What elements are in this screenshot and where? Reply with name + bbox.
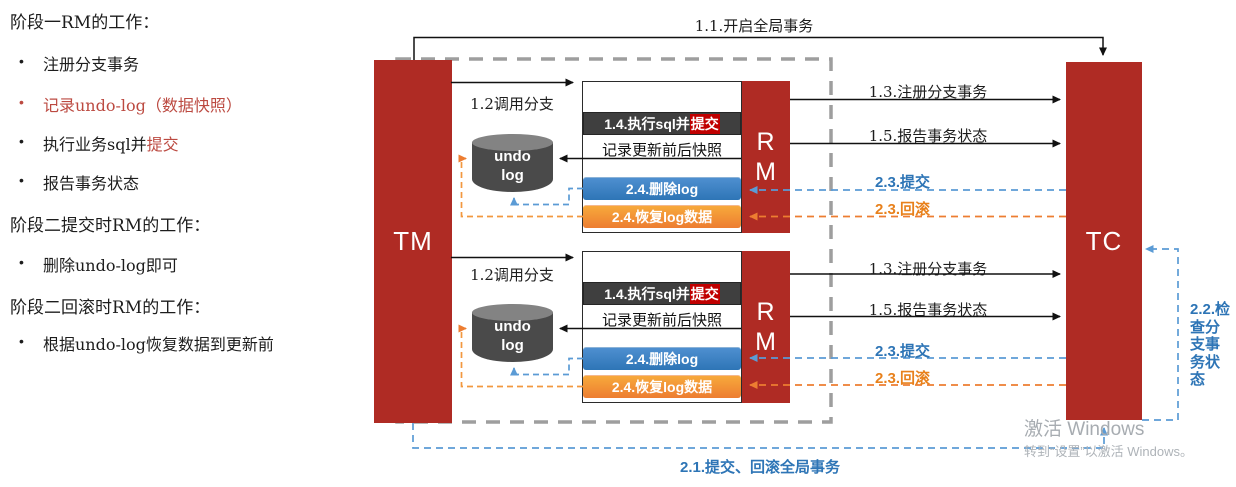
undo-word: undo bbox=[494, 318, 531, 335]
bullet-icon: • bbox=[19, 53, 24, 69]
undo-word: undo bbox=[494, 148, 531, 165]
bullet-icon: • bbox=[19, 133, 24, 149]
arrow-2-1-global-tx bbox=[412, 423, 1108, 449]
tc-node: TC bbox=[1066, 62, 1142, 420]
note-text: 注册分支事务 bbox=[43, 55, 140, 74]
notes-heading-phase2-commit: 阶段二提交时RM的工作： bbox=[10, 216, 211, 236]
step-1-4-text: 1.4.执行sql并 bbox=[604, 285, 690, 302]
windows-activation-watermark-sub: 转到“设置”以激活 Windows。 bbox=[1024, 444, 1194, 459]
step-2-4-delete-text: 2.4.删除log bbox=[625, 181, 699, 197]
label-1-3-group1: 1.3.注册分支事务 bbox=[868, 83, 988, 101]
rm-label-r: R bbox=[756, 128, 776, 156]
label-2-3-rollback-group2: 2.3.回滚 bbox=[875, 370, 931, 387]
snapshot-label-2: 记录更新前后快照 bbox=[601, 311, 722, 329]
label-2-3-rollback-group1: 2.3.回滚 bbox=[875, 201, 931, 218]
step-2-4-restore-bar-2: 2.4.恢复log数据 bbox=[583, 375, 741, 398]
bullet-icon: • bbox=[19, 94, 24, 110]
undo-log-cylinder-2: undo log bbox=[472, 304, 553, 362]
bullet-icon: • bbox=[19, 172, 24, 188]
step-2-4-delete-bar-2: 2.4.删除log bbox=[583, 347, 741, 370]
label-1-1: 1.1.开启全局事务 bbox=[694, 17, 814, 35]
label-1-5-group2: 1.5.报告事务状态 bbox=[868, 301, 988, 319]
note-text: 根据undo-log恢复数据到更新前 bbox=[43, 335, 274, 354]
log-word: log bbox=[501, 337, 524, 354]
note-text: 记录undo-log（数据快照） bbox=[43, 96, 242, 115]
windows-activation-watermark: 激活 Windows bbox=[1024, 419, 1145, 440]
notes-panel: 阶段一RM的工作： • 注册分支事务 • 记录undo-log（数据快照） • … bbox=[0, 0, 360, 487]
rm-node-2: R M bbox=[742, 251, 790, 403]
log-word: log bbox=[501, 167, 524, 184]
label-2-2: 2.2.检查分支事务状态 bbox=[1190, 301, 1231, 388]
tc-label: TC bbox=[1085, 225, 1123, 256]
label-2-1: 2.1.提交、回滚全局事务 bbox=[679, 459, 841, 476]
note-text-red: 提交 bbox=[146, 135, 179, 154]
label-1-5-group1: 1.5.报告事务状态 bbox=[868, 127, 988, 145]
arrow-2-2-check-status bbox=[1142, 245, 1179, 421]
rm-node-1: R M bbox=[742, 81, 790, 233]
undo-log-cylinder-1: undo log bbox=[472, 134, 553, 192]
step-1-4-commit-highlight: 提交 bbox=[689, 283, 720, 304]
step-2-4-restore-bar-1: 2.4.恢复log数据 bbox=[583, 205, 741, 228]
tm-node: TM bbox=[374, 60, 452, 423]
note-text-black: 执行业务sql并 bbox=[43, 135, 147, 154]
note-text: 删除undo-log即可 bbox=[43, 256, 178, 275]
undo-log-label: undo log bbox=[472, 317, 553, 355]
step-1-4-bar-2: 1.4.执行sql并提交 bbox=[583, 282, 741, 305]
rm-label-r: R bbox=[756, 298, 776, 326]
label-2-3-commit-group1: 2.3.提交 bbox=[875, 174, 931, 191]
rm-label-m: M bbox=[755, 328, 777, 356]
label-2-3-commit-group2: 2.3.提交 bbox=[875, 343, 931, 360]
step-1-4-commit-highlight: 提交 bbox=[689, 113, 720, 134]
snapshot-label-1: 记录更新前后快照 bbox=[601, 141, 722, 159]
step-1-4-bar-1: 1.4.执行sql并提交 bbox=[583, 112, 741, 135]
rm-label-m: M bbox=[755, 158, 777, 186]
step-2-4-delete-bar-1: 2.4.删除log bbox=[583, 177, 741, 200]
note-text: 报告事务状态 bbox=[43, 174, 140, 193]
step-1-4-text: 1.4.执行sql并 bbox=[604, 115, 690, 132]
notes-heading-phase1: 阶段一RM的工作： bbox=[10, 13, 160, 33]
tm-label: TM bbox=[393, 226, 433, 256]
note-text: 执行业务sql并提交 bbox=[43, 131, 179, 155]
step-2-4-restore-text: 2.4.恢复log数据 bbox=[611, 209, 713, 225]
bullet-icon: • bbox=[19, 333, 24, 349]
notes-heading-phase2-rollback: 阶段二回滚时RM的工作： bbox=[10, 298, 211, 318]
label-1-3-group2: 1.3.注册分支事务 bbox=[868, 260, 988, 278]
undo-log-label: undo log bbox=[472, 147, 553, 185]
arrow-1-1-open-global-tx bbox=[413, 36, 1107, 60]
step-2-4-restore-text: 2.4.恢复log数据 bbox=[611, 379, 713, 395]
bullet-icon: • bbox=[19, 254, 24, 270]
step-2-4-delete-text: 2.4.删除log bbox=[625, 351, 699, 367]
label-1-2-group2: 1.2调用分支 bbox=[470, 266, 554, 284]
label-1-2-group1: 1.2调用分支 bbox=[470, 95, 554, 113]
